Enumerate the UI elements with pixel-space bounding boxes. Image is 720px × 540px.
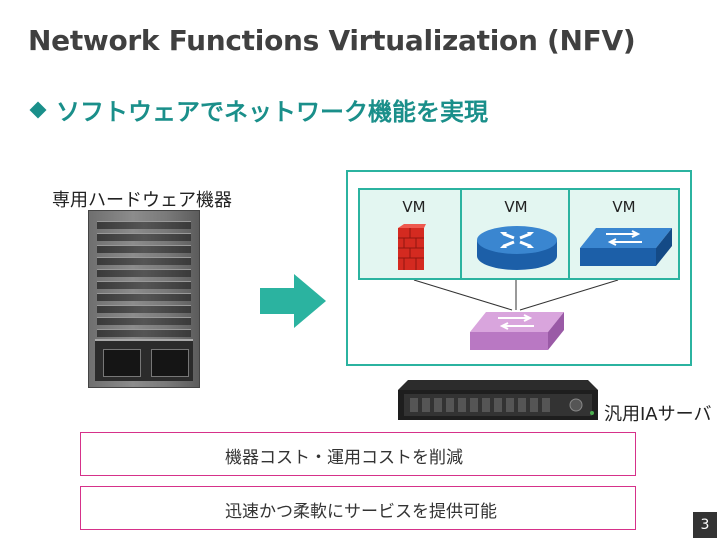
- slide-title: Network Functions Virtualization (NFV): [28, 24, 636, 57]
- server-icon: [398, 380, 598, 420]
- switch-icon: [580, 228, 672, 266]
- hardware-label: 専用ハードウェア機器: [52, 190, 232, 211]
- vm-label: VM: [612, 198, 636, 216]
- page-number: 3: [693, 512, 717, 538]
- virtual-switch-icon: [470, 312, 564, 350]
- benefit-box: 迅速かつ柔軟にサービスを提供可能: [80, 486, 636, 530]
- firewall-icon: [398, 224, 426, 270]
- right-arrow-icon: [260, 274, 326, 328]
- benefit-text: 機器コスト・運用コストを削減: [225, 448, 463, 468]
- vm-label: VM: [504, 198, 528, 216]
- router-icon: [477, 226, 557, 270]
- bullet-text: ソフトウェアでネットワーク機能を実現: [56, 98, 488, 126]
- benefit-box: 機器コスト・運用コストを削減: [80, 432, 636, 476]
- vm-box-router: VM: [460, 188, 572, 280]
- hardware-device-icon: [88, 210, 200, 388]
- vm-box-switch: VM: [568, 188, 680, 280]
- benefit-text: 迅速かつ柔軟にサービスを提供可能: [225, 502, 497, 522]
- bullet-row: ソフトウェアでネットワーク機能を実現: [28, 92, 488, 127]
- server-label: 汎用IAサーバ: [604, 404, 712, 425]
- vm-box-firewall: VM: [358, 188, 470, 280]
- vm-label: VM: [402, 198, 426, 216]
